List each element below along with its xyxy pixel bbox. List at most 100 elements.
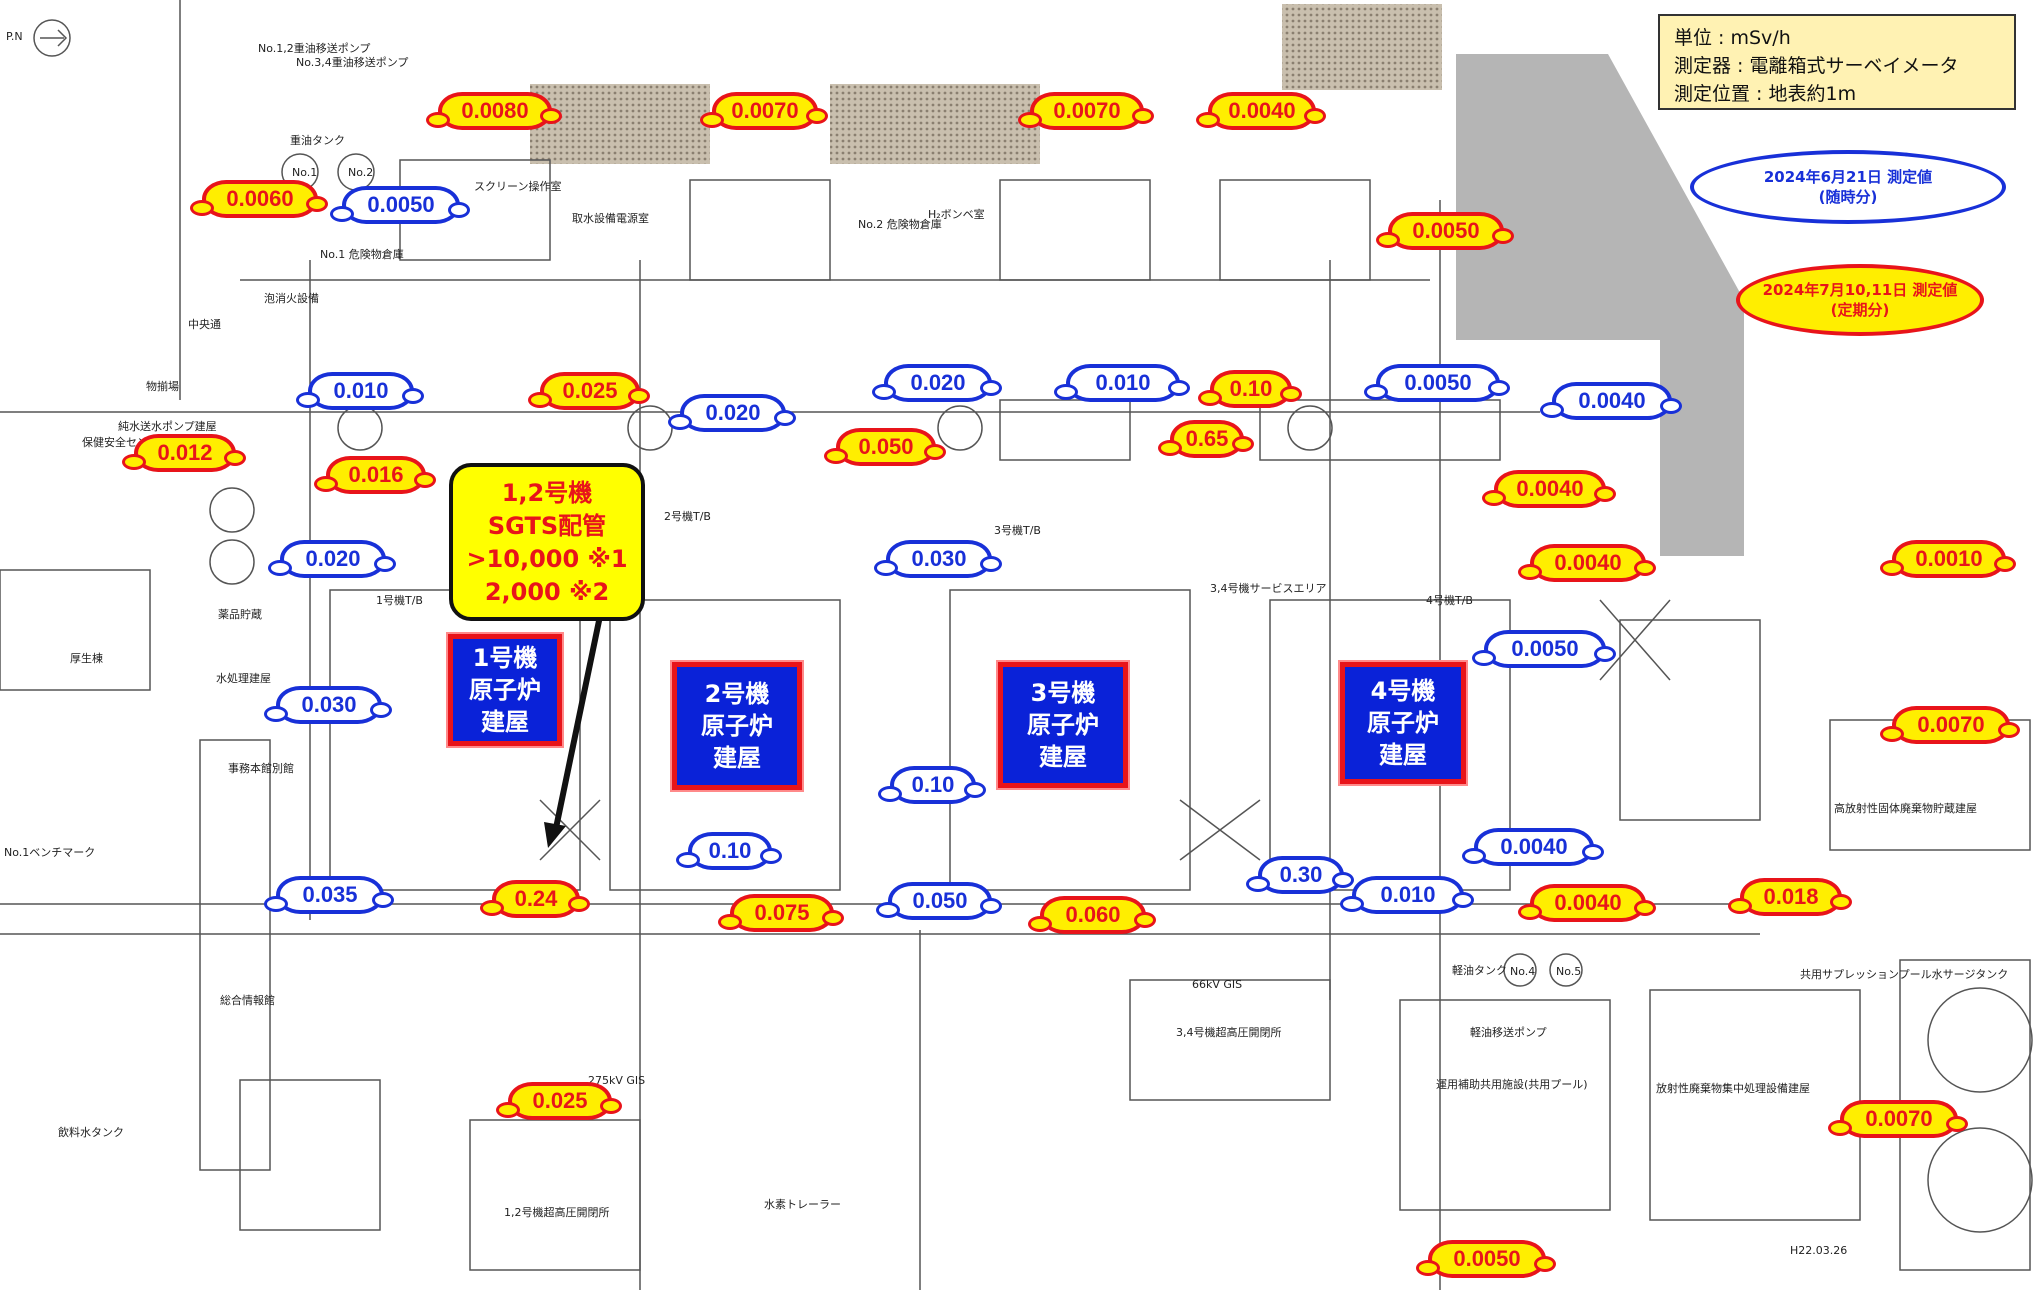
- dose-reading-adhoc: 0.0040: [1462, 828, 1604, 866]
- reactor-4-line3: 建屋: [1379, 741, 1427, 769]
- label-h2-cylinder: H₂ボンベ室: [928, 208, 985, 221]
- dose-reading-adhoc: 0.0050: [1364, 364, 1510, 402]
- date-label-blue: 2024年6月21日 測定値 (随時分): [1690, 150, 2006, 224]
- dose-reading-periodic: 0.0040: [1482, 470, 1616, 508]
- label-fire-eq: 泡消火設備: [264, 292, 319, 305]
- intake-area: [530, 84, 710, 164]
- label-tb2: 2号機T/B: [664, 510, 711, 523]
- dose-reading-adhoc: 0.020: [668, 394, 796, 432]
- dose-reading-adhoc: 0.0040: [1540, 382, 1682, 420]
- label-suppression: 共用サプレッションプール水サージタンク: [1800, 968, 2009, 981]
- date-label-blue-line2: (随時分): [1818, 188, 1878, 206]
- dose-reading-periodic: 0.050: [824, 428, 946, 466]
- dose-reading-adhoc: 0.020: [268, 540, 396, 578]
- date-label-red-line1: 2024年7月10,11日 測定値: [1762, 281, 1958, 299]
- label-heavy-oil-tank: 重油タンク: [290, 134, 345, 147]
- label-water-treat: 水処理建屋: [216, 672, 271, 685]
- date-label-blue-line1: 2024年6月21日 測定値: [1763, 168, 1933, 186]
- legend-instrument: 測定器 : 電離箱式サーベイメータ: [1674, 55, 1959, 77]
- dose-reading-adhoc: 0.010: [1054, 364, 1190, 402]
- label-no1: No.1: [292, 166, 318, 179]
- label-no5: No.5: [1556, 965, 1582, 978]
- label-central: 中央通: [188, 318, 221, 331]
- dose-reading-adhoc: 0.010: [296, 372, 424, 410]
- dose-reading-adhoc: 0.010: [1340, 876, 1474, 914]
- intake-area: [1282, 4, 1442, 90]
- north-label: P.N: [6, 30, 23, 43]
- label-hazard1: No.1 危険物倉庫: [320, 248, 404, 261]
- legend-unit: 単位 : mSv/h: [1674, 27, 1791, 49]
- reactor-1-line1: 1号機: [472, 644, 538, 672]
- reactor-building-4: 4号機 原子炉 建屋: [1338, 660, 1468, 786]
- label-aux-common: 運用補助共用施設(共用プール): [1436, 1078, 1588, 1091]
- dose-reading-periodic: 0.0070: [700, 92, 828, 130]
- label-tb3: 3号機T/B: [994, 524, 1041, 537]
- reactor-1-line3: 建屋: [481, 708, 529, 736]
- label-service-area34: 3,4号機サービスエリア: [1210, 582, 1327, 595]
- dose-reading-adhoc: 0.10: [878, 766, 986, 804]
- reactor-building-1: 1号機 原子炉 建屋: [446, 632, 564, 748]
- label-gis275: 275kV GIS: [588, 1074, 646, 1087]
- dose-reading-periodic: 0.0010: [1880, 540, 2016, 578]
- reactor-3-line1: 3号機: [1030, 679, 1096, 707]
- dose-reading-adhoc: 0.10: [676, 832, 782, 870]
- label-welfare: 厚生棟: [70, 652, 103, 665]
- reactor-3-line3: 建屋: [1039, 743, 1087, 771]
- reactor-2-line1: 2号機: [704, 680, 770, 708]
- callout-line1: 1,2号機: [501, 479, 593, 507]
- dose-reading-adhoc: 0.020: [872, 364, 1002, 402]
- dose-reading-adhoc: 0.030: [874, 540, 1002, 578]
- dose-reading-periodic: 0.025: [528, 372, 650, 410]
- dose-reading-adhoc: 0.050: [876, 882, 1002, 920]
- dose-reading-periodic: 0.24: [480, 880, 590, 918]
- dose-reading-adhoc: 0.035: [264, 876, 394, 914]
- callout-arrow: [553, 615, 603, 829]
- label-pure-water-pump: 純水送水ポンプ建屋: [118, 420, 217, 433]
- reactor-4-line2: 原子炉: [1367, 709, 1439, 737]
- dose-reading-periodic: 0.0040: [1518, 884, 1656, 922]
- label-tb1: 1号機T/B: [376, 594, 423, 607]
- reactor-building-2: 2号機 原子炉 建屋: [670, 660, 804, 792]
- dose-reading-periodic: 0.65: [1158, 420, 1254, 458]
- label-solid-waste: 高放射性固体廃棄物貯蔵建屋: [1834, 802, 1977, 815]
- reactor-2-line2: 原子炉: [701, 712, 773, 740]
- dose-reading-periodic: 0.0060: [190, 180, 328, 218]
- label-light-oil-pump: 軽油移送ポンプ: [1470, 1026, 1547, 1039]
- dose-reading-periodic: 0.075: [718, 894, 844, 932]
- date-label-red: 2024年7月10,11日 測定値 (定期分): [1736, 264, 1984, 336]
- label-tb4: 4号機T/B: [1426, 594, 1473, 607]
- dose-reading-periodic: 0.025: [496, 1082, 622, 1120]
- reactor-3-line2: 原子炉: [1027, 711, 1099, 739]
- callout-line4: 2,000 ※2: [484, 578, 610, 606]
- legend-position: 測定位置 : 地表約1m: [1674, 83, 1857, 105]
- label-pump34: No.3,4重油移送ポンプ: [296, 56, 409, 69]
- sgts-callout: 1,2号機 SGTS配管 >10,000 ※1 2,000 ※2: [449, 463, 645, 621]
- dose-reading-periodic: 0.0070: [1880, 706, 2020, 744]
- label-pump12: No.1,2重油移送ポンプ: [258, 42, 371, 55]
- label-screen-room: スクリーン操作室: [474, 180, 562, 193]
- dose-reading-adhoc: 0.030: [264, 686, 392, 724]
- label-waste-store: 放射性廃棄物集中処理設備建屋: [1656, 1082, 1810, 1095]
- dose-reading-periodic: 0.016: [314, 456, 436, 494]
- dose-reading-periodic: 0.0070: [1018, 92, 1154, 130]
- label-intake-room: 取水設備電源室: [572, 212, 649, 225]
- reactor-1-line2: 原子炉: [469, 676, 541, 704]
- callout-line3: >10,000 ※1: [466, 545, 628, 573]
- dose-reading-adhoc: 0.0050: [1472, 630, 1616, 668]
- intake-area: [830, 84, 1040, 164]
- label-storage: 物揃場: [146, 380, 179, 393]
- label-light-oil: 軽油タンク: [1452, 964, 1507, 977]
- reactor-building-3: 3号機 原子炉 建屋: [996, 660, 1130, 790]
- callout-line2: SGTS配管: [487, 512, 607, 540]
- label-benchmark: No.1ベンチマーク: [4, 846, 96, 859]
- dose-reading-periodic: 0.0040: [1196, 92, 1326, 130]
- callout-arrowhead: [544, 822, 566, 848]
- label-hv12: 1,2号機超高圧開閉所: [504, 1206, 610, 1219]
- dose-reading-periodic: 0.0080: [426, 92, 562, 130]
- dose-reading-periodic: 0.0070: [1828, 1100, 1968, 1138]
- dose-reading-adhoc: 0.0050: [330, 186, 470, 224]
- legend-box: 単位 : mSv/h 測定器 : 電離箱式サーベイメータ 測定位置 : 地表約1…: [1658, 14, 2016, 110]
- label-hazard2: No.2 危険物倉庫: [858, 218, 942, 231]
- label-drink-tank: 飲料水タンク: [58, 1126, 124, 1139]
- dose-reading-periodic: 0.060: [1028, 896, 1156, 934]
